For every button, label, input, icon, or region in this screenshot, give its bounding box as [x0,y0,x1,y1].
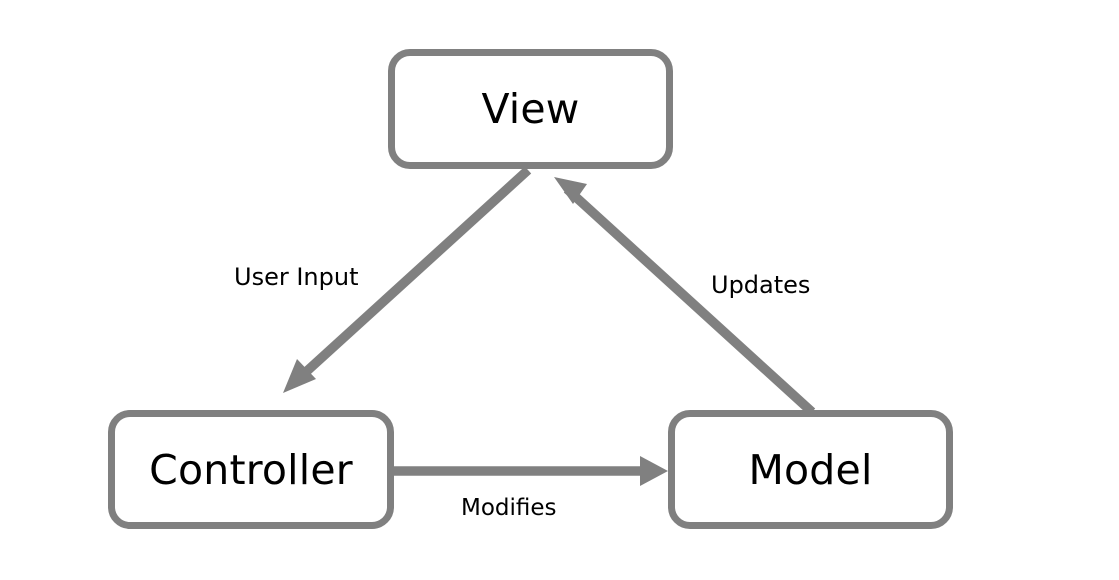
edge-modifies [393,456,668,486]
node-controller[interactable]: Controller [108,410,394,529]
edge-label-modifies: Modifies [461,495,557,521]
node-model[interactable]: Model [668,410,953,529]
edge-label-updates: Updates [711,271,811,299]
edge-label-user-input: User Input [234,263,359,291]
node-model-label: Model [748,445,873,494]
node-controller-label: Controller [149,445,353,494]
node-view-label: View [481,85,580,133]
node-view[interactable]: View [388,49,673,169]
